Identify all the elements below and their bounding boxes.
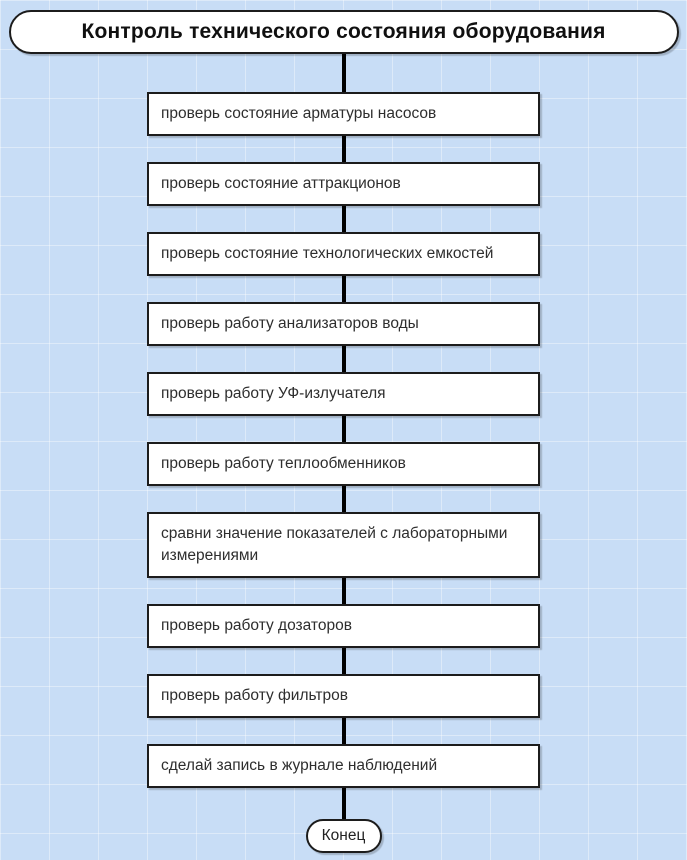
flow-step-label: проверь состояние технологических емкост… bbox=[161, 245, 494, 263]
flow-step-node-1[interactable]: проверь состояние арматуры насосов bbox=[147, 92, 540, 136]
flow-step-label: проверь состояние арматуры насосов bbox=[161, 105, 437, 123]
flow-step-label: проверь состояние аттракционов bbox=[161, 175, 401, 193]
flow-connector-line bbox=[341, 346, 346, 372]
flow-step-label: проверь работу анализаторов воды bbox=[161, 315, 419, 333]
flow-step-node-9[interactable]: проверь работу фильтров bbox=[147, 674, 540, 718]
flow-step-node-8[interactable]: проверь работу дозаторов bbox=[147, 604, 540, 648]
flow-connector-line bbox=[341, 136, 346, 162]
flow-connector-line bbox=[341, 54, 346, 92]
flow-connector-line bbox=[341, 648, 346, 674]
flow-connector-line bbox=[341, 206, 346, 232]
flow-end-node[interactable]: Конец bbox=[305, 819, 382, 853]
flow-connector-line bbox=[341, 276, 346, 302]
flow-step-label: проверь работу УФ-излучателя bbox=[161, 385, 386, 403]
flow-step-node-6[interactable]: проверь работу теплообменников bbox=[147, 442, 540, 486]
flow-step-node-7[interactable]: сравни значение показателей с лабораторн… bbox=[147, 512, 540, 578]
flow-step-node-4[interactable]: проверь работу анализаторов воды bbox=[147, 302, 540, 346]
flow-step-label: проверь работу теплообменников bbox=[161, 455, 406, 473]
flow-step-node-3[interactable]: проверь состояние технологических емкост… bbox=[147, 232, 540, 276]
flow-connector-line bbox=[341, 416, 346, 442]
flow-connector-line bbox=[341, 788, 346, 819]
flow-step-label: сравни значение показателей с лабораторн… bbox=[161, 525, 508, 564]
flow-end-label: Конец bbox=[321, 827, 366, 844]
flow-step-label: сделай запись в журнале наблюдений bbox=[161, 757, 438, 775]
flow-step-node-5[interactable]: проверь работу УФ-излучателя bbox=[147, 372, 540, 416]
flow-step-node-10[interactable]: сделай запись в журнале наблюдений bbox=[147, 744, 540, 788]
flow-step-label: проверь работу фильтров bbox=[161, 687, 348, 705]
flow-step-label: проверь работу дозаторов bbox=[161, 617, 352, 635]
flow-connector-line bbox=[341, 578, 346, 604]
flow-step-node-2[interactable]: проверь состояние аттракционов bbox=[147, 162, 540, 206]
flow-connector-line bbox=[341, 486, 346, 512]
flow-title-node[interactable]: Контроль технического состояния оборудов… bbox=[8, 10, 679, 54]
flow-connector-line bbox=[341, 718, 346, 744]
flow-title-label: Контроль технического состояния оборудов… bbox=[81, 20, 606, 43]
